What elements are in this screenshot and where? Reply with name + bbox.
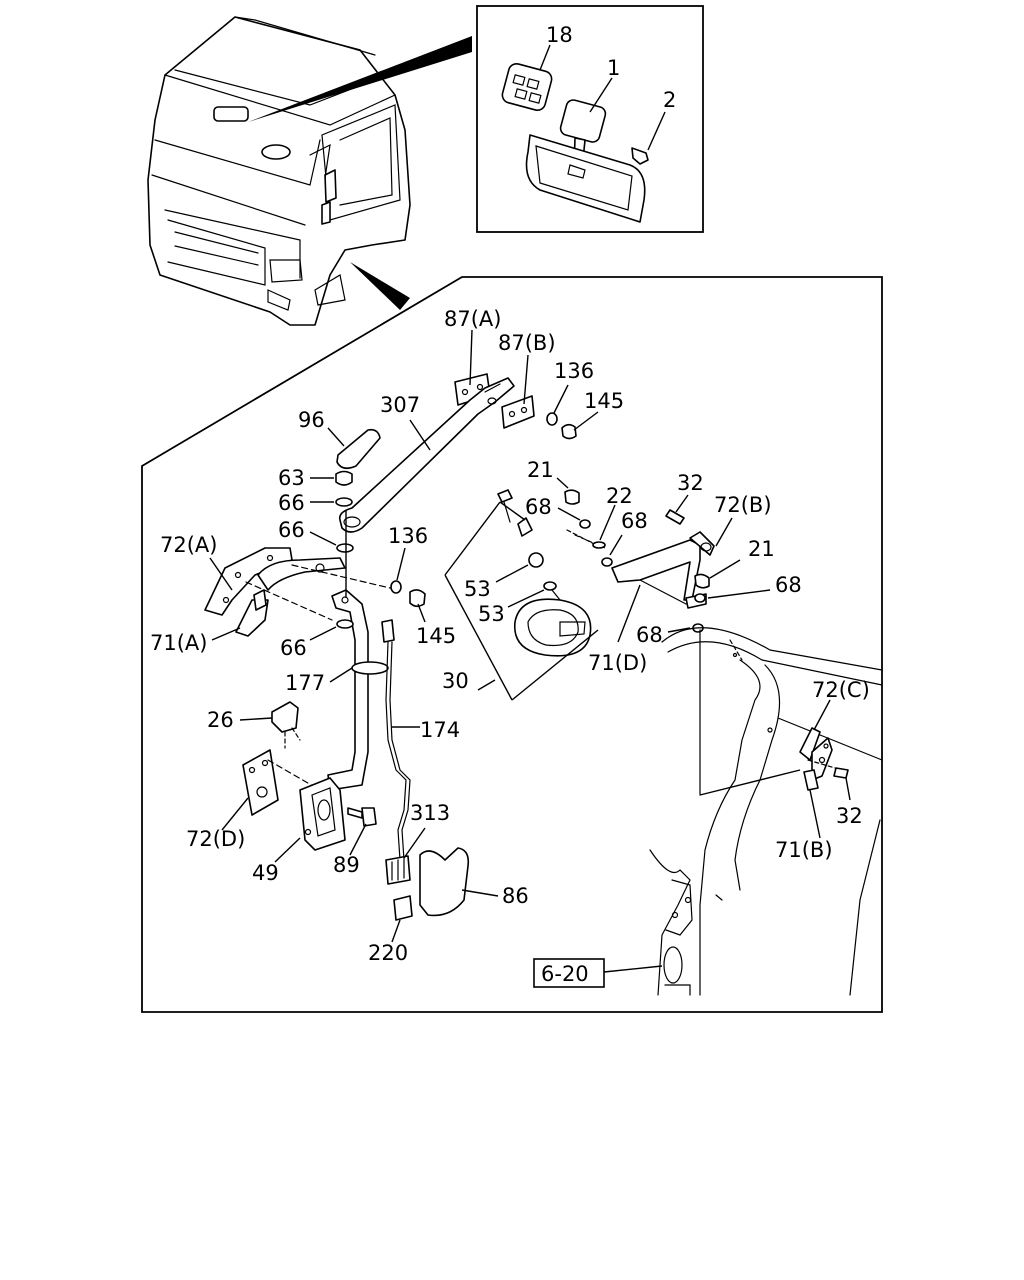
inner-mirror-assembly	[501, 62, 649, 223]
nut-21-b	[694, 573, 710, 589]
callout-68-b: 68	[621, 509, 648, 533]
callout-26: 26	[207, 708, 234, 732]
callout-53-b: 53	[478, 602, 505, 626]
bolt-32-b	[833, 767, 849, 779]
callout-174: 174	[420, 718, 460, 742]
callout-68-a: 68	[525, 495, 552, 519]
nut-21-a	[564, 489, 580, 505]
pointer-to-detail	[350, 262, 410, 310]
callout-2: 2	[663, 88, 676, 112]
callout-18: 18	[546, 23, 573, 47]
callout-89: 89	[333, 853, 360, 877]
callout-68-d: 68	[636, 623, 663, 647]
clip-177	[351, 661, 389, 675]
nut-145	[561, 423, 577, 440]
callout-22: 22	[606, 484, 633, 508]
harness-174	[381, 619, 411, 861]
callout-53-a: 53	[464, 577, 491, 601]
callout-87a: 87(A)	[444, 307, 501, 331]
callout-145: 145	[584, 389, 624, 413]
callout-72a: 72(A)	[160, 533, 217, 557]
base-49	[299, 777, 346, 851]
bolt-32-a	[665, 509, 685, 525]
nut-145-mid	[409, 589, 426, 608]
bush-53-a	[528, 552, 544, 568]
reference-box[interactable]	[533, 958, 605, 988]
cab-door-outline	[649, 627, 883, 996]
callout-1: 1	[607, 56, 620, 80]
washer-136	[546, 412, 558, 426]
callout-87b: 87(B)	[498, 331, 556, 355]
pointer-to-inset	[248, 36, 472, 122]
plate-72d	[242, 749, 279, 816]
reference-box-label: 6-20	[541, 962, 589, 986]
washer-66-b	[336, 543, 354, 553]
callout-30: 30	[442, 669, 469, 693]
callout-63: 63	[278, 466, 305, 490]
callout-177: 177	[285, 671, 325, 695]
side-mirror-30	[497, 489, 592, 657]
cover-86	[419, 847, 470, 917]
callout-71a: 71(A)	[150, 631, 207, 655]
callout-71d: 71(D)	[588, 651, 647, 675]
washer-136-mid	[390, 580, 402, 594]
mirror-arm-307	[338, 377, 515, 533]
washer-66-c	[336, 619, 354, 629]
truck-cab-illustration	[147, 16, 411, 326]
callout-145-mid: 145	[416, 624, 456, 648]
bracket-72c-71b	[799, 727, 833, 791]
callout-72b: 72(B)	[714, 493, 772, 517]
callout-32-b: 32	[836, 804, 863, 828]
callout-66-b: 66	[278, 518, 305, 542]
mount-base	[204, 547, 346, 637]
nut-63	[335, 470, 353, 486]
callout-21-b: 21	[748, 537, 775, 561]
callout-220: 220	[368, 941, 408, 965]
lamp-housing-26	[271, 701, 299, 733]
callout-136-mid: 136	[388, 524, 428, 548]
callout-72d: 72(D)	[186, 827, 245, 851]
callout-136: 136	[554, 359, 594, 383]
washer-66-a	[335, 497, 353, 507]
callout-labels: 18 1 2 87(A) 87(B) 136 145 96 307 63 66 …	[150, 23, 870, 965]
washer-68-b	[601, 557, 613, 567]
bush-53-b	[543, 581, 557, 591]
callout-72c: 72(C)	[812, 678, 870, 702]
lamp-96	[336, 428, 381, 470]
callout-96: 96	[298, 408, 325, 432]
callout-68-c: 68	[775, 573, 802, 597]
callout-32-a: 32	[677, 471, 704, 495]
washer-68-c	[694, 593, 706, 603]
callout-313: 313	[410, 801, 450, 825]
callout-71b: 71(B)	[775, 838, 833, 862]
callout-307: 307	[380, 393, 420, 417]
grommet-220	[393, 895, 413, 921]
callout-49: 49	[252, 861, 279, 885]
callout-66-a: 66	[278, 491, 305, 515]
callout-86: 86	[502, 884, 529, 908]
washer-68-a	[579, 519, 591, 529]
callout-66-c: 66	[280, 636, 307, 660]
bolt-89	[347, 807, 363, 819]
callout-21-a: 21	[527, 458, 554, 482]
